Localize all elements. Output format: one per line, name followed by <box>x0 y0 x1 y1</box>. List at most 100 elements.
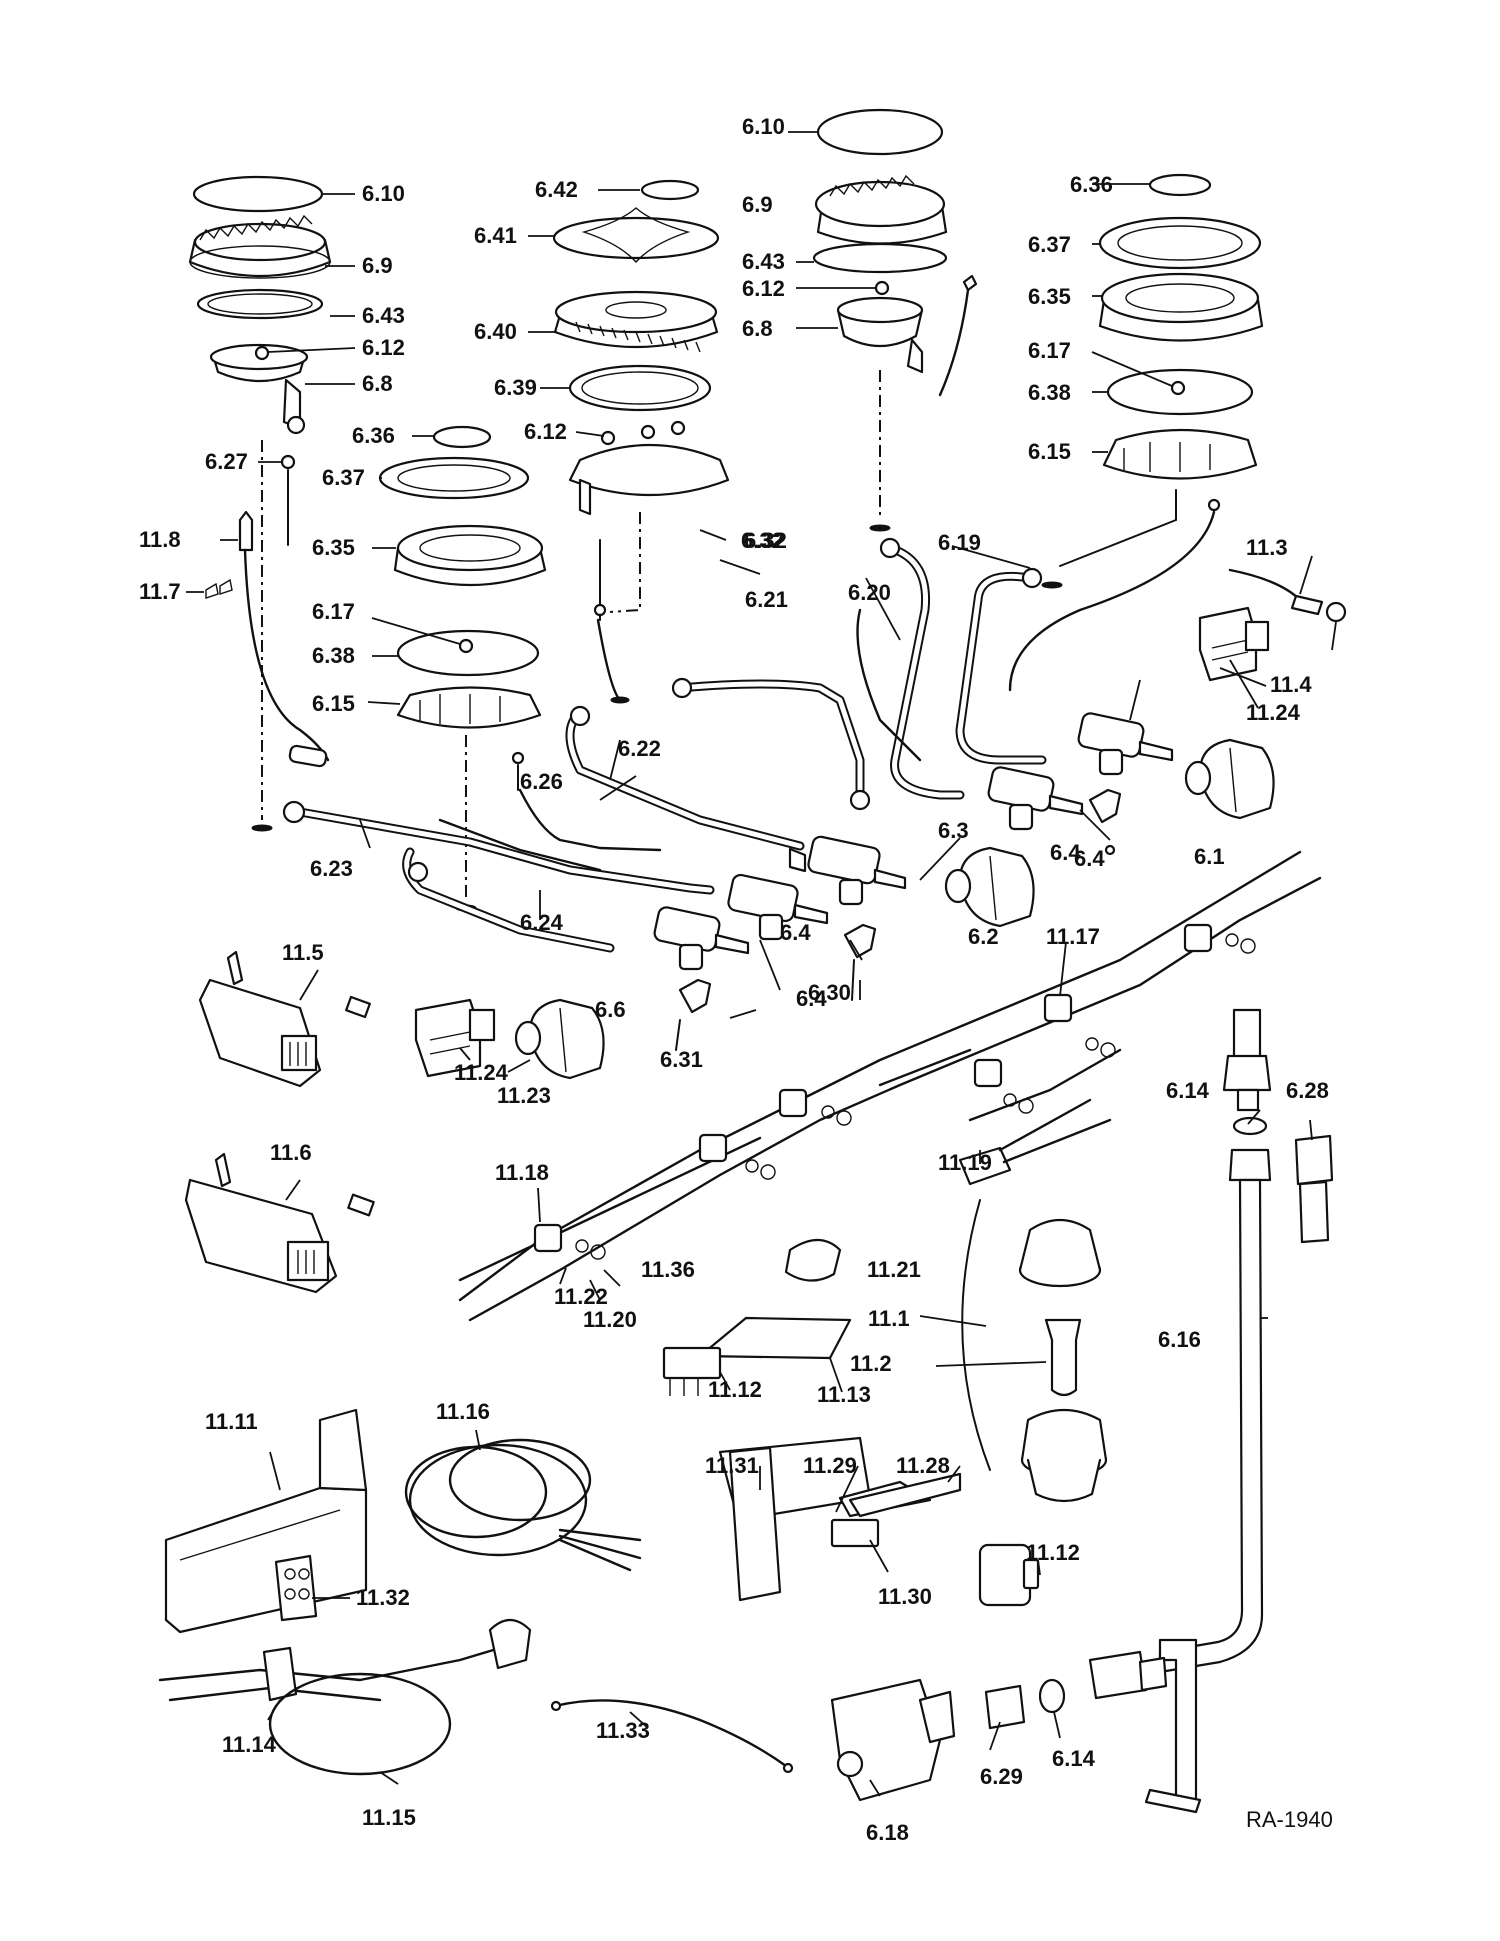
callout-6-23: 6.23 <box>310 856 353 881</box>
callout-6-32: 6.32 <box>744 528 787 553</box>
igniter-switches <box>414 606 1270 1078</box>
callout-11-20: 11.20 <box>583 1307 637 1332</box>
callout-6-35: 6.35 <box>1028 284 1071 309</box>
callout-11-33: 11.33 <box>596 1718 650 1743</box>
callout-6-8: 6.8 <box>362 371 393 396</box>
callout-11-31: 11.31 <box>705 1453 759 1478</box>
callout-6-20: 6.20 <box>848 580 891 605</box>
callout-6-42: 6.42 <box>535 177 578 202</box>
callout-11-16: 11.16 <box>436 1399 490 1424</box>
callout-11-5: 11.5 <box>282 940 324 965</box>
callout-6-12: 6.12 <box>524 419 567 444</box>
callout-6-15: 6.15 <box>312 691 355 716</box>
callout-11-7: 11.7 <box>139 579 181 604</box>
control-knobs <box>514 738 1275 1080</box>
burner-center-small-stack <box>378 425 547 912</box>
callout-6-17: 6.17 <box>1028 338 1071 363</box>
callout-11-22: 11.22 <box>554 1284 608 1309</box>
callout-6-32: 6.32 <box>741 528 784 553</box>
callout-6-15: 6.15 <box>1028 439 1071 464</box>
drawing-reference: RA-1940 <box>1246 1807 1333 1832</box>
callout-6-30: 6.30 <box>808 980 851 1005</box>
callout-11-29: 11.29 <box>803 1453 857 1478</box>
spark-modules <box>184 950 375 1294</box>
callout-6-1: 6.1 <box>1194 844 1225 869</box>
callout-6-31: 6.31 <box>660 1047 703 1072</box>
callout-6-37: 6.37 <box>1028 232 1071 257</box>
callout-6-27: 6.27 <box>205 449 248 474</box>
callout-6-37: 6.37 <box>322 465 365 490</box>
callout-11-4: 11.4 <box>1270 672 1312 697</box>
callout-11-12: 11.12 <box>1026 1540 1080 1565</box>
callout-6-9: 6.9 <box>362 253 393 278</box>
callout-11-32: 11.32 <box>356 1585 410 1610</box>
ignition-harness <box>458 850 1322 1322</box>
callout-6-41: 6.41 <box>474 223 517 248</box>
callout-6-35: 6.35 <box>312 535 355 560</box>
valve-6-4-d <box>1077 712 1174 776</box>
valve-6-4-b <box>653 906 750 971</box>
callout-11-2: 11.2 <box>850 1351 892 1376</box>
brackets-and-cables <box>164 1408 642 1634</box>
callout-6-12: 6.12 <box>742 276 785 301</box>
callout-11-8: 11.8 <box>139 527 181 552</box>
callout-11-24: 11.24 <box>1246 700 1301 725</box>
callout-11-12: 11.12 <box>708 1377 762 1402</box>
callout-6-39: 6.39 <box>494 375 537 400</box>
burner-center-large-stack <box>552 179 730 704</box>
valve-6-3 <box>788 835 907 906</box>
callout-6-10: 6.10 <box>362 181 405 206</box>
burner-center-right-stack <box>812 108 978 532</box>
callout-6-14: 6.14 <box>1166 1078 1210 1103</box>
callout-6-18: 6.18 <box>866 1820 909 1845</box>
callout-11-11: 11.11 <box>205 1409 258 1434</box>
burner-left-stack <box>188 175 332 832</box>
callout-11-14: 11.14 <box>222 1732 277 1757</box>
callout-11-23: 11.23 <box>497 1083 551 1108</box>
callout-6-43: 6.43 <box>742 249 785 274</box>
callout-6-29: 6.29 <box>980 1764 1023 1789</box>
callout-11-24: 11.24 <box>454 1060 509 1085</box>
callout-6-3: 6.3 <box>938 818 969 843</box>
callout-11-21: 11.21 <box>867 1257 921 1282</box>
valve-6-4-a <box>727 873 829 941</box>
callout-6-24: 6.24 <box>520 910 564 935</box>
callout-6-26: 6.26 <box>520 769 563 794</box>
igniter-assembly <box>784 1199 1108 1503</box>
callout-6-12: 6.12 <box>362 335 405 360</box>
leader-lines <box>186 131 1337 1797</box>
callout-6-4: 6.4 <box>1050 840 1081 865</box>
valve-6-4-c <box>987 766 1084 831</box>
callout-6-14: 6.14 <box>1052 1746 1096 1771</box>
callout-6-43: 6.43 <box>362 303 405 328</box>
callout-6-38: 6.38 <box>1028 380 1071 405</box>
callout-6-2: 6.2 <box>968 924 999 949</box>
callout-6-16: 6.16 <box>1158 1327 1201 1352</box>
callout-6-36: 6.36 <box>352 423 395 448</box>
callout-6-28: 6.28 <box>1286 1078 1329 1103</box>
callout-11-3: 11.3 <box>1246 535 1288 560</box>
callout-11-13: 11.13 <box>817 1382 871 1407</box>
callout-6-40: 6.40 <box>474 319 517 344</box>
callout-11-30: 11.30 <box>878 1584 932 1609</box>
thermocouple-right <box>1228 568 1347 623</box>
gas-tubes <box>282 537 1047 953</box>
burner-right-stack <box>1008 173 1264 692</box>
callout-11-15: 11.15 <box>362 1805 416 1830</box>
power-cord <box>158 1618 794 1776</box>
callout-11-28: 11.28 <box>896 1453 950 1478</box>
callout-6-4: 6.4 <box>1074 846 1105 871</box>
callout-6-21: 6.21 <box>745 587 788 612</box>
callout-6-8: 6.8 <box>742 316 773 341</box>
callout-11-1: 11.1 <box>868 1306 910 1331</box>
gas-valves <box>653 712 1174 1051</box>
gas-inlet <box>830 1008 1334 1814</box>
part-callouts: 6.106.96.436.126.86.2711.811.76.426.416.… <box>139 114 1329 1845</box>
microswitches <box>662 1316 1040 1607</box>
callout-6-9: 6.9 <box>742 192 773 217</box>
callout-6-10: 6.10 <box>742 114 785 139</box>
callout-11-19: 11.19 <box>938 1150 992 1175</box>
callout-6-6: 6.6 <box>595 997 626 1022</box>
callout-6-19: 6.19 <box>938 530 981 555</box>
